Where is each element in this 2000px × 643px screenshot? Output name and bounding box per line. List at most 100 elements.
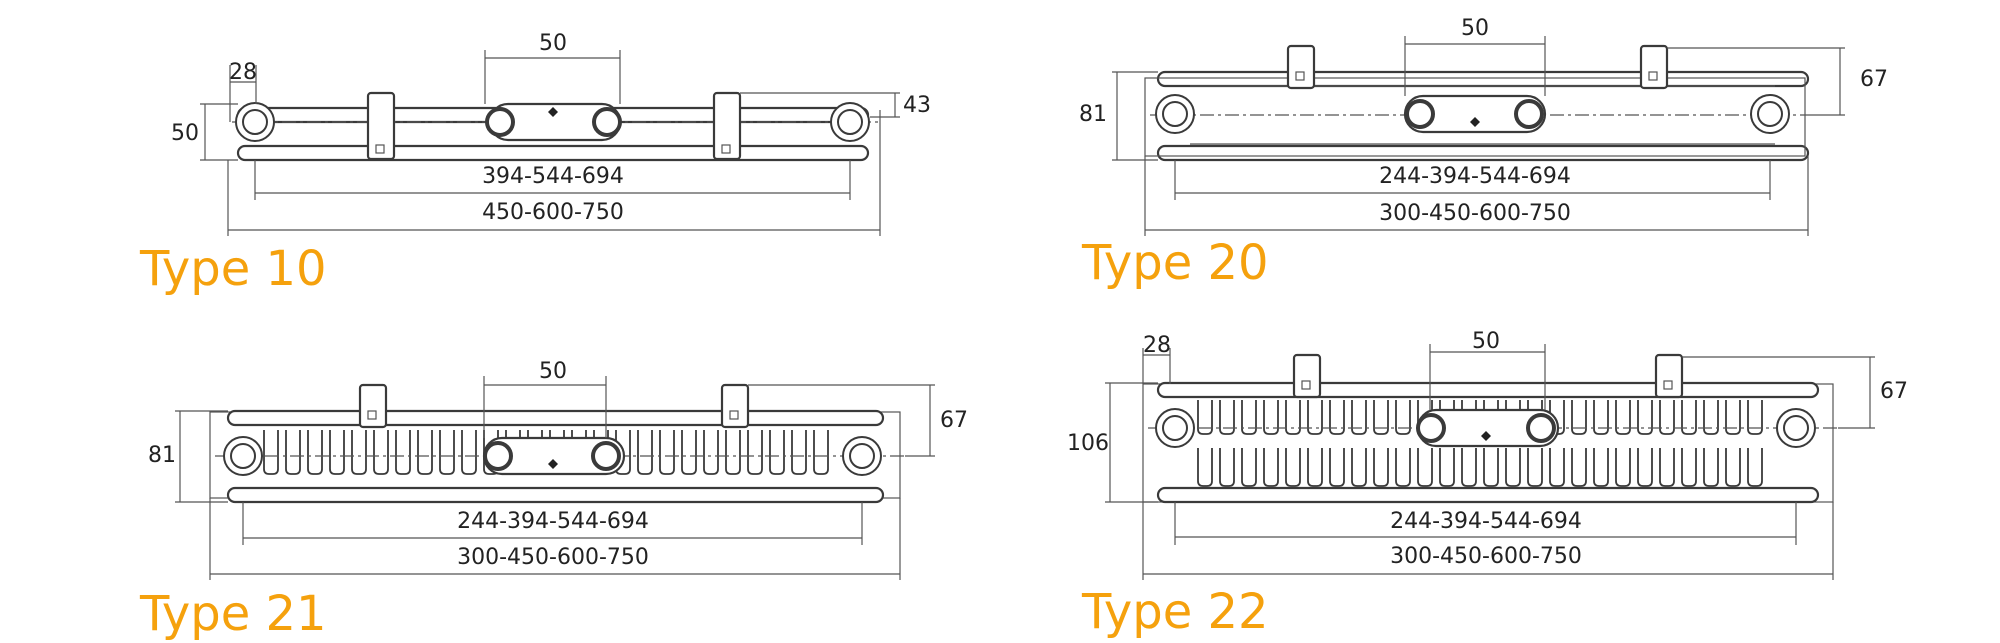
type20-dim-outer: 300-450-600-750	[1379, 201, 1571, 226]
type22-dim-offset: 28	[1143, 333, 1171, 358]
type10-title: Type 10	[139, 241, 327, 297]
fin	[1285, 448, 1301, 487]
type22-bracket-right	[1654, 353, 1684, 399]
fin	[1351, 400, 1367, 435]
fin	[637, 430, 653, 475]
type20-bracket-left	[1286, 44, 1316, 90]
type22-port-left	[1416, 413, 1446, 443]
type21-top-rail	[226, 409, 885, 427]
fin	[703, 430, 719, 475]
type10-dim-offset: 28	[229, 60, 257, 85]
fin	[1373, 400, 1389, 435]
fin	[1439, 448, 1455, 487]
fin	[1615, 448, 1631, 487]
fin	[1571, 400, 1587, 435]
type20-drawing: 50 81 67 244-394-544-694 300-450-600-750…	[1079, 16, 1888, 291]
type10-dim-outer: 450-600-750	[482, 200, 624, 225]
fin	[1483, 448, 1499, 487]
fin	[747, 430, 763, 475]
type10-bracket-left	[366, 91, 396, 161]
fin	[681, 430, 697, 475]
fin	[1637, 448, 1653, 487]
fin	[1373, 448, 1389, 487]
type10-port-right	[592, 107, 622, 137]
type22-dim-inner: 244-394-544-694	[1390, 509, 1582, 534]
fin	[1659, 448, 1675, 487]
fin	[1747, 448, 1763, 487]
fin	[1725, 448, 1741, 487]
type22-dim-outer: 300-450-600-750	[1390, 544, 1582, 569]
fin	[1197, 400, 1213, 435]
fin	[1329, 448, 1345, 487]
type20-bottom-rail	[1156, 144, 1810, 162]
type22-dim-spacing: 50	[1472, 329, 1500, 354]
fin	[263, 430, 279, 475]
type21-title: Type 21	[139, 586, 327, 642]
type10-bracket-right	[712, 91, 742, 161]
type22-bottom-rail	[1156, 486, 1820, 504]
type21-bracket-left	[358, 383, 388, 429]
fin	[1307, 400, 1323, 435]
fin	[1747, 400, 1763, 435]
type21-drawing: 50 81 67 244-394-544-694 300-450-600-750…	[139, 359, 968, 642]
fin	[307, 430, 323, 475]
fin	[1263, 448, 1279, 487]
type20-dim-inner: 244-394-544-694	[1379, 164, 1571, 189]
fin	[1703, 400, 1719, 435]
fin	[329, 430, 345, 475]
fin	[1593, 448, 1609, 487]
type10-port-left	[485, 107, 515, 137]
fin	[1329, 400, 1345, 435]
fin	[1681, 448, 1697, 487]
fin	[1241, 448, 1257, 487]
fin	[1395, 448, 1411, 487]
type22-bracket-left	[1292, 353, 1322, 399]
fin	[1307, 448, 1323, 487]
fin	[1571, 448, 1587, 487]
fin	[659, 430, 675, 475]
fin	[791, 430, 807, 475]
fin	[1681, 400, 1697, 435]
type20-dim-spacing: 50	[1461, 16, 1489, 41]
type20-dim-side: 67	[1860, 67, 1888, 92]
fin	[1615, 400, 1631, 435]
type20-title: Type 20	[1081, 235, 1269, 291]
type21-port-left	[483, 441, 513, 471]
type20-body	[1144, 77, 1806, 157]
fin	[1417, 448, 1433, 487]
fin	[725, 430, 741, 475]
fin	[1241, 400, 1257, 435]
type10-dim-height: 50	[171, 121, 199, 146]
type21-dim-side: 67	[940, 408, 968, 433]
fin	[1703, 448, 1719, 487]
type22-dim-height: 106	[1067, 431, 1109, 456]
type21-bottom-rail	[226, 486, 885, 504]
fin	[769, 430, 785, 475]
fin	[461, 430, 477, 475]
type21-dim-inner: 244-394-544-694	[457, 509, 649, 534]
type21-dim-spacing: 50	[539, 359, 567, 384]
fin	[1549, 448, 1565, 487]
type20-dim-height: 81	[1079, 102, 1107, 127]
type22-fins-lower	[1197, 448, 1763, 487]
type21-port-right	[591, 441, 621, 471]
fin	[1219, 400, 1235, 435]
type20-port-right	[1514, 99, 1544, 129]
fin	[1593, 400, 1609, 435]
fin	[1263, 400, 1279, 435]
type10-dim-inner: 394-544-694	[482, 164, 624, 189]
type21-dim-outer: 300-450-600-750	[457, 545, 649, 570]
type10-dim-spacing: 50	[539, 31, 567, 56]
type20-top-rail	[1156, 70, 1810, 88]
type22-top-rail	[1156, 381, 1820, 399]
fin	[1219, 448, 1235, 487]
fin	[1461, 448, 1477, 487]
type10-bottom-rail	[236, 144, 870, 162]
type22-port-right	[1526, 413, 1556, 443]
fin	[351, 430, 367, 475]
fin	[1395, 400, 1411, 435]
type10-drawing: 50 28 50 43 394-544-694 450-600-750 Type…	[139, 31, 931, 297]
fin	[1197, 448, 1213, 487]
fin	[417, 430, 433, 475]
